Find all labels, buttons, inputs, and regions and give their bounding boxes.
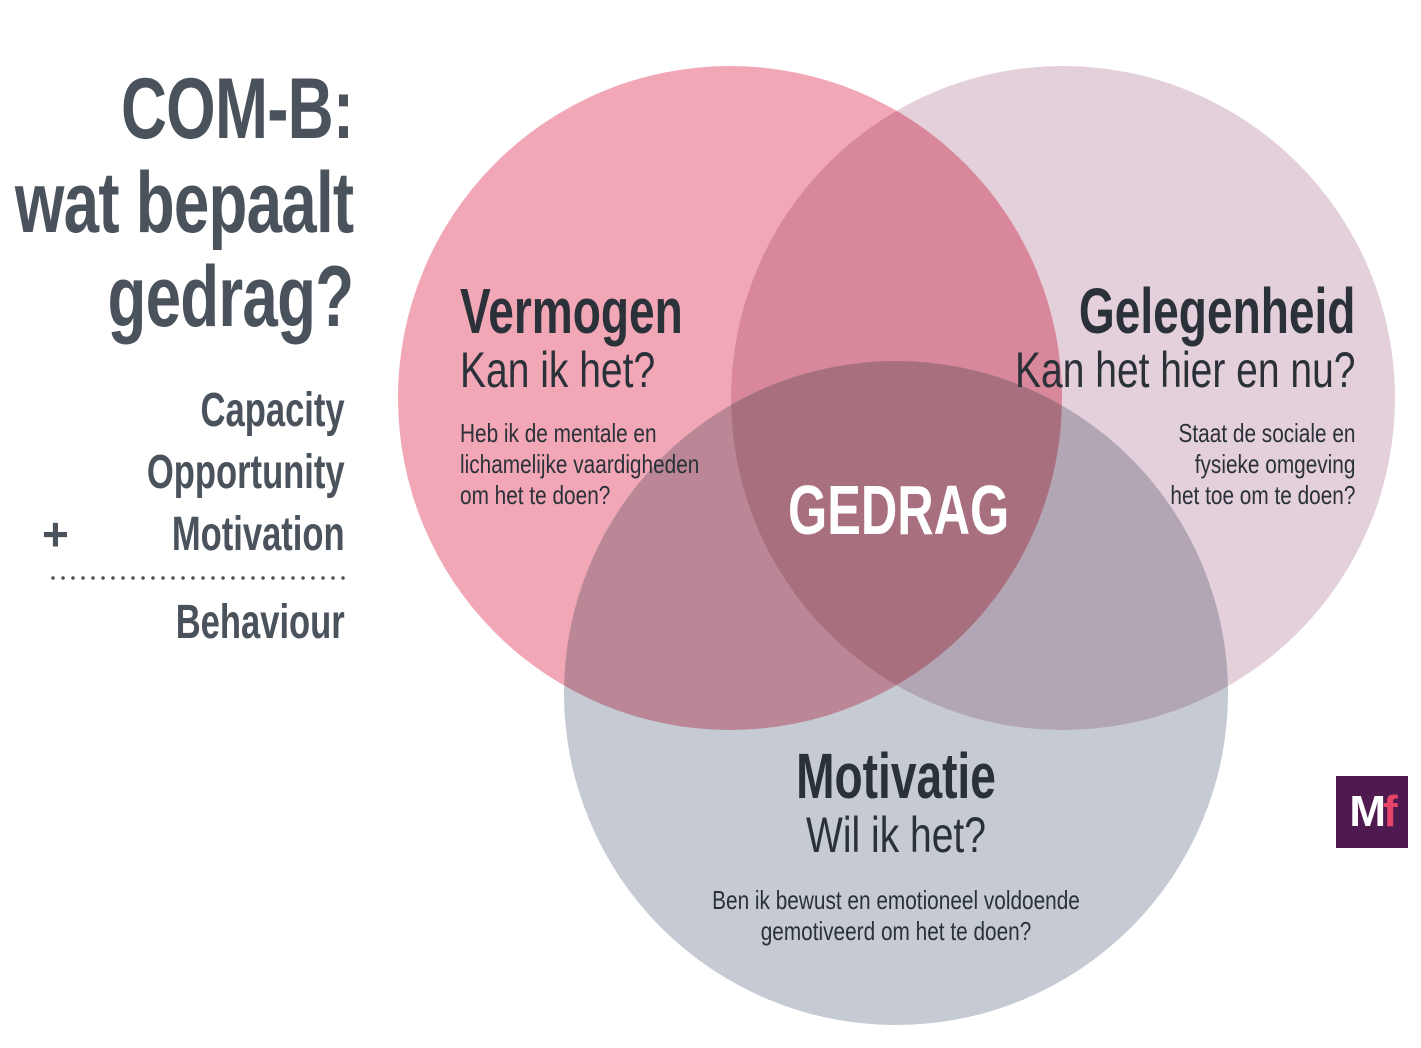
page-title: COM-B: wat bepaalt gedrag? bbox=[14, 61, 354, 345]
title-line-2: wat bepaalt bbox=[14, 155, 354, 251]
capability-description-line-2: lichamelijke vaardigheden bbox=[460, 449, 700, 479]
capability-heading: Vermogen bbox=[460, 275, 683, 347]
motivation-description-line-2: gemotiveerd om het te doen? bbox=[760, 916, 1032, 946]
capability-label: Vermogen Kan ik het? Heb ik de mentale e… bbox=[460, 275, 769, 511]
formula-term-capacity: Capacity bbox=[200, 384, 345, 437]
capability-description-line-3: om het te doen? bbox=[460, 480, 611, 510]
logo-letter-f: f bbox=[1383, 787, 1398, 836]
opportunity-description-line-1: Staat de sociale en bbox=[1178, 418, 1355, 448]
title-line-1: COM-B: bbox=[120, 61, 354, 157]
formula-result: Behaviour bbox=[175, 596, 345, 649]
plus-operator: + bbox=[42, 508, 69, 560]
capability-description-line-1: Heb ik de mentale en bbox=[460, 418, 657, 448]
title-line-3: gedrag? bbox=[107, 249, 354, 345]
motivation-question: Wil ik het? bbox=[806, 807, 986, 863]
opportunity-heading: Gelegenheid bbox=[1078, 275, 1355, 347]
formula-term-motivation: Motivation bbox=[172, 508, 345, 561]
opportunity-description-line-3: het toe om te doen? bbox=[1169, 480, 1355, 510]
formula-term-opportunity: Opportunity bbox=[147, 446, 345, 499]
logo-letter-m: M bbox=[1349, 787, 1386, 836]
center-label-behaviour: GEDRAG bbox=[788, 471, 1010, 549]
formula-terms: Capacity Opportunity Motivation bbox=[147, 380, 345, 566]
dotted-sum-line bbox=[48, 576, 346, 580]
motivation-description-line-1: Ben ik bewust en emotioneel voldoende bbox=[712, 885, 1080, 915]
opportunity-label: Gelegenheid Kan het hier en nu? Staat de… bbox=[919, 275, 1355, 511]
motivation-label: Motivatie Wil ik het? Ben ik bewust en e… bbox=[596, 740, 1196, 947]
capability-question: Kan ik het? bbox=[460, 342, 656, 398]
opportunity-question: Kan het hier en nu? bbox=[1014, 342, 1355, 398]
opportunity-description-line-2: fysieke omgeving bbox=[1194, 449, 1355, 479]
motivation-heading: Motivatie bbox=[796, 740, 996, 812]
